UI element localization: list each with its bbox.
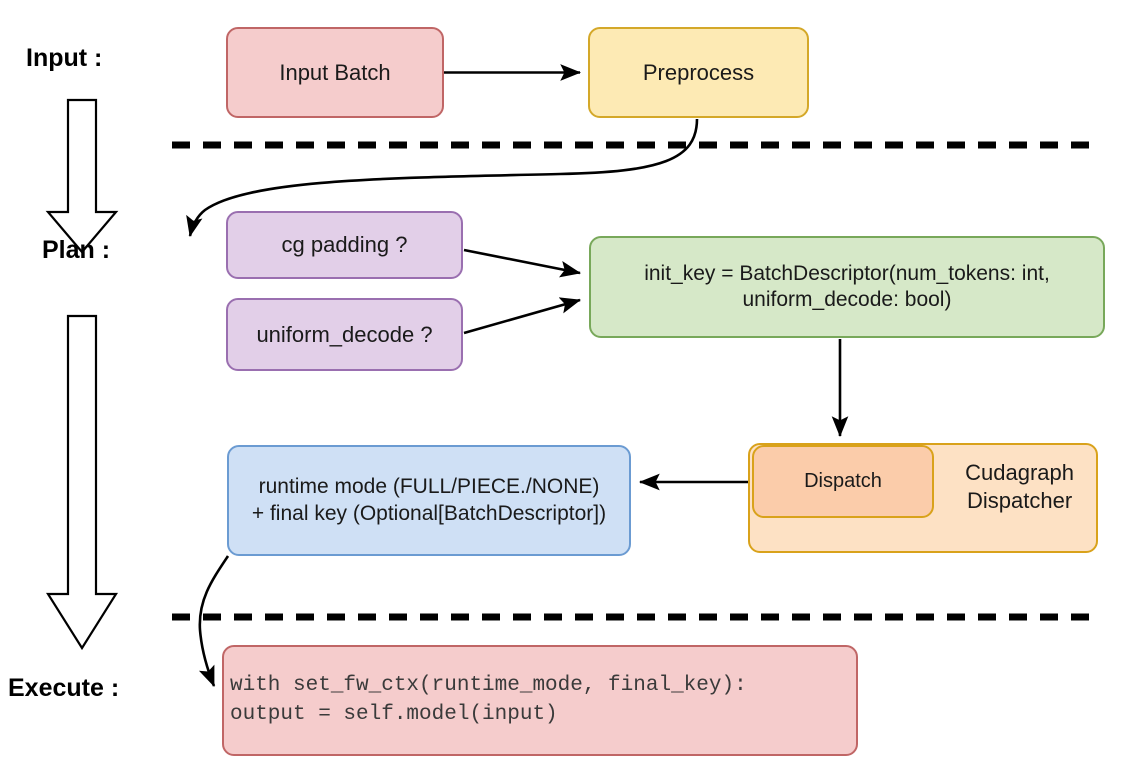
node-cudagraph-dispatcher-label: Cudagraph Dispatcher (965, 460, 1074, 513)
stage-label-input: Input : (26, 44, 103, 72)
node-cg-padding[interactable]: cg padding ? (226, 211, 463, 279)
node-init-key[interactable]: init_key = BatchDescriptor(num_tokens: i… (589, 236, 1105, 338)
input-to-plan-arrow (45, 98, 119, 254)
node-init-key-label: init_key = BatchDescriptor(num_tokens: i… (644, 261, 1050, 311)
node-dispatch[interactable]: Dispatch (752, 445, 934, 518)
stage-label-execute: Execute : (8, 674, 120, 702)
node-code-block[interactable]: with set_fw_ctx(runtime_mode, final_key)… (222, 645, 858, 756)
plan-to-execute-arrow (46, 314, 118, 651)
node-runtime-mode-label: runtime mode (FULL/PIECE./NONE) + final … (251, 475, 607, 525)
edge-cg-padding-to-init-key (463, 248, 582, 278)
node-uniform-decode[interactable]: uniform_decode ? (226, 298, 463, 371)
node-uniform-decode-label: uniform_decode ? (256, 321, 433, 347)
node-input-batch-label: Input Batch (279, 59, 391, 85)
stage-label-plan: Plan : (42, 236, 111, 264)
node-dispatch-label: Dispatch (804, 470, 882, 492)
node-code-block-label: with set_fw_ctx(runtime_mode, final_key)… (230, 674, 747, 726)
edge-uniform-decode-to-init-key (463, 297, 582, 335)
node-runtime-mode[interactable]: runtime mode (FULL/PIECE./NONE) + final … (227, 445, 631, 556)
node-cg-padding-label: cg padding ? (281, 232, 408, 258)
node-preprocess-label: Preprocess (642, 59, 755, 85)
node-preprocess[interactable]: Preprocess (588, 27, 809, 118)
node-input-batch[interactable]: Input Batch (226, 27, 444, 118)
